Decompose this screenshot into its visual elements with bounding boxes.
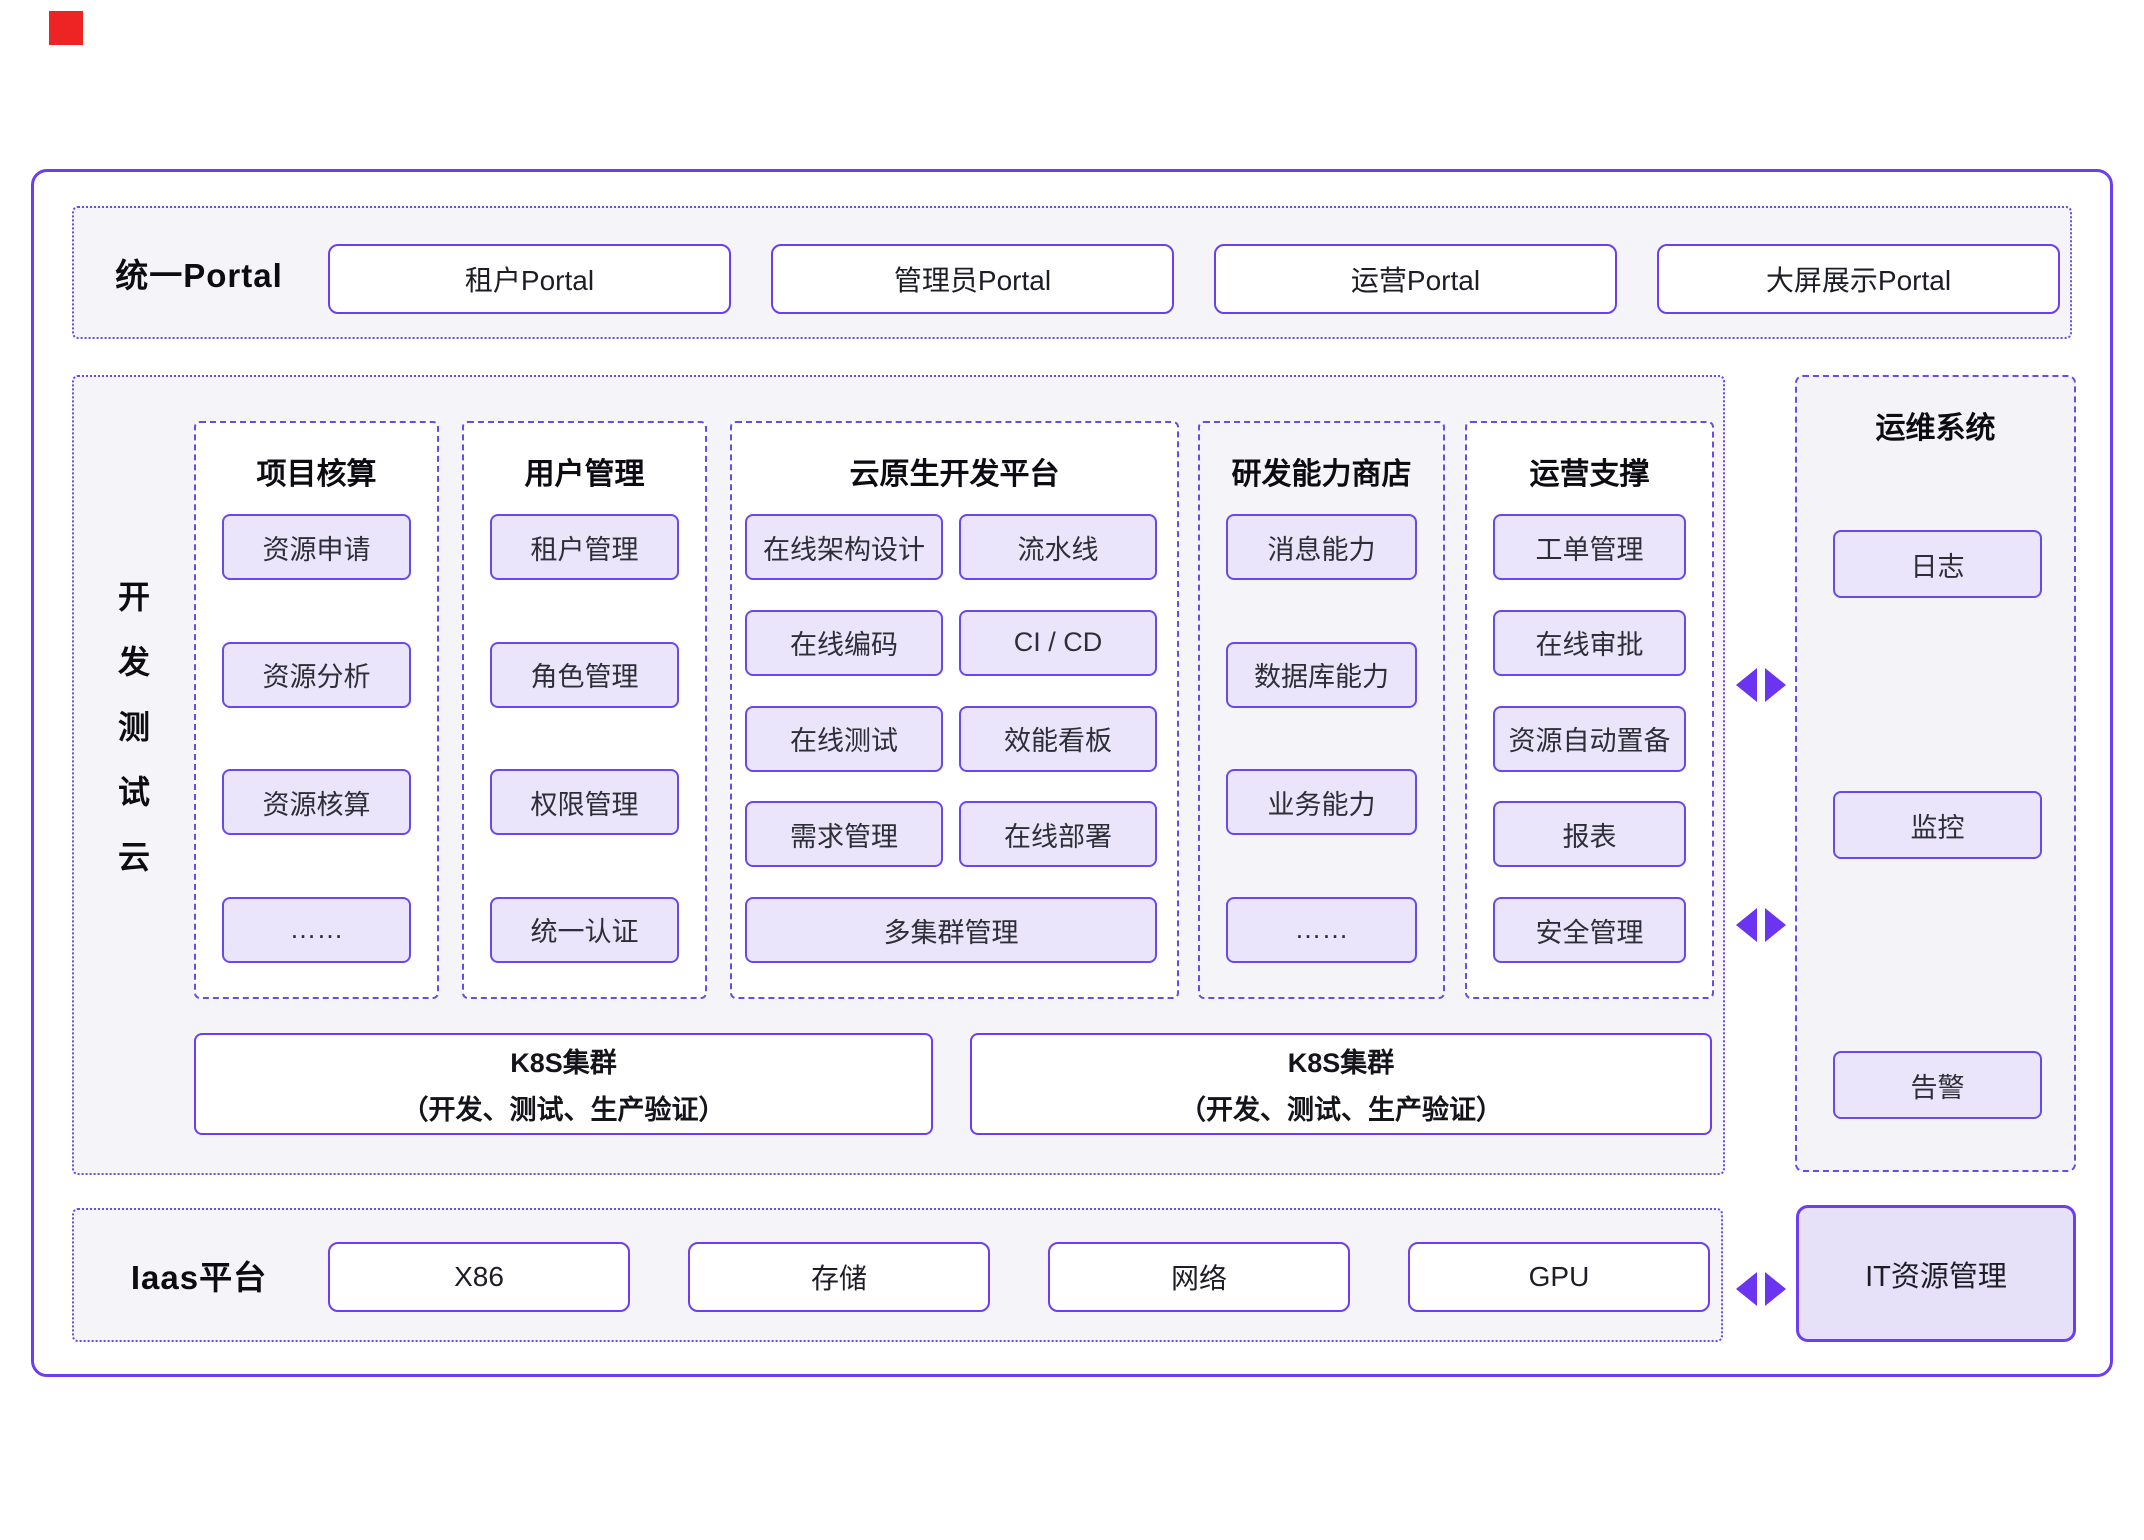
node-online-deploy: 在线部署 — [959, 801, 1157, 868]
node-online-testing: 在线测试 — [745, 705, 943, 772]
node-report: 报表 — [1493, 801, 1686, 868]
column-rd-capability-store: 研发能力商店 消息能力 数据库能力 业务能力 …… — [1198, 421, 1445, 999]
column-title: 研发能力商店 — [1231, 458, 1412, 491]
arrow-right-icon — [1765, 668, 1786, 702]
node-x86: X86 — [328, 1242, 630, 1312]
arrow-left-icon — [1736, 668, 1757, 702]
arrow-right-icon — [1765, 908, 1786, 942]
admin-portal-box: 管理员Portal — [771, 244, 1174, 314]
column-chips: 租户管理 角色管理 权限管理 统一认证 — [490, 514, 679, 963]
node-ci-cd: CI / CD — [959, 609, 1157, 676]
node-multi-cluster-mgmt: 多集群管理 — [745, 897, 1157, 963]
node-resource-apply: 资源申请 — [222, 514, 411, 580]
node-resource-accounting: 资源核算 — [222, 769, 411, 836]
node-database-capability: 数据库能力 — [1226, 641, 1417, 708]
it-resource-mgmt-box: IT资源管理 — [1796, 1205, 2076, 1342]
unified-portal-section: 统一Portal 租户Portal 管理员Portal 运营Portal 大屏展… — [72, 206, 2072, 339]
column-title: 项目核算 — [256, 458, 377, 491]
column-cloud-native-platform: 云原生开发平台 在线架构设计 流水线 在线编码 CI / CD 在线测试 效能看… — [730, 421, 1179, 999]
column-title: 用户管理 — [524, 458, 645, 491]
iaas-boxes-row: X86 存储 网络 GPU — [328, 1242, 1710, 1312]
vlabel-char: 云 — [117, 839, 150, 875]
vlabel-char: 开 — [117, 579, 150, 615]
node-log: 日志 — [1833, 530, 2042, 598]
node-gpu: GPU — [1408, 1242, 1710, 1312]
vlabel-char: 测 — [117, 709, 150, 745]
node-pipeline: 流水线 — [959, 514, 1157, 580]
node-alerting: 告警 — [1833, 1051, 2042, 1119]
node-monitoring: 监控 — [1833, 791, 2042, 859]
unified-portal-label: 统一Portal — [115, 256, 283, 294]
node-business-capability: 业务能力 — [1226, 769, 1417, 836]
k8s-cluster-box-right: K8S集群 （开发、测试、生产验证） — [970, 1033, 1712, 1135]
node-performance-board: 效能看板 — [959, 705, 1157, 772]
portal-boxes-row: 租户Portal 管理员Portal 运营Portal 大屏展示Portal — [328, 244, 2060, 314]
node-requirement-mgmt: 需求管理 — [745, 801, 943, 868]
arrow-right-icon — [1765, 1272, 1786, 1306]
ops-system-title: 运维系统 — [1875, 412, 1996, 445]
node-storage: 存储 — [688, 1242, 990, 1312]
arrow-left-icon — [1736, 908, 1757, 942]
k8s-subtitle: （开发、测试、生产验证） — [1179, 1095, 1503, 1125]
chip-row: 在线编码 CI / CD — [745, 609, 1157, 676]
node-tenant-mgmt: 租户管理 — [490, 514, 679, 580]
column-user-management: 用户管理 租户管理 角色管理 权限管理 统一认证 — [462, 421, 707, 999]
tenant-portal-box: 租户Portal — [328, 244, 731, 314]
node-unified-auth: 统一认证 — [490, 896, 679, 963]
bidirectional-arrow-icon — [1736, 1272, 1786, 1306]
node-security-mgmt: 安全管理 — [1493, 897, 1686, 963]
chip-row: 需求管理 在线部署 — [745, 801, 1157, 868]
column-title: 云原生开发平台 — [849, 458, 1060, 491]
column-operation-support: 运营支撑 工单管理 在线审批 资源自动置备 报表 安全管理 — [1465, 421, 1714, 999]
node-role-mgmt: 角色管理 — [490, 641, 679, 708]
node-message-capability: 消息能力 — [1226, 514, 1417, 580]
node-online-approval: 在线审批 — [1493, 609, 1686, 676]
dev-test-cloud-section: 开 发 测 试 云 项目核算 资源申请 资源分析 资源核算 …… 用户管理 租户… — [72, 375, 1725, 1175]
node-network: 网络 — [1048, 1242, 1350, 1312]
k8s-title: K8S集群 — [1287, 1048, 1395, 1078]
k8s-title: K8S集群 — [510, 1048, 617, 1078]
bigscreen-portal-box: 大屏展示Portal — [1657, 244, 2060, 314]
bidirectional-arrow-icon — [1736, 668, 1786, 702]
column-chips: 消息能力 数据库能力 业务能力 …… — [1226, 514, 1417, 963]
vlabel-char: 试 — [117, 774, 150, 810]
column-chips: 资源申请 资源分析 资源核算 …… — [222, 514, 411, 963]
node-auto-provisioning: 资源自动置备 — [1493, 705, 1686, 772]
node-ticket-mgmt: 工单管理 — [1493, 514, 1686, 580]
chip-row: 在线测试 效能看板 — [745, 705, 1157, 772]
iaas-platform-section: Iaas平台 X86 存储 网络 GPU — [72, 1208, 1723, 1342]
k8s-cluster-box-left: K8S集群 （开发、测试、生产验证） — [194, 1033, 933, 1135]
node-ellipsis: …… — [1226, 896, 1417, 963]
ops-system-section: 运维系统 日志 监控 告警 — [1795, 375, 2076, 1172]
node-ellipsis: …… — [222, 896, 411, 963]
column-chips: 工单管理 在线审批 资源自动置备 报表 安全管理 — [1493, 514, 1686, 963]
node-resource-analysis: 资源分析 — [222, 641, 411, 708]
column-chips: 在线架构设计 流水线 在线编码 CI / CD 在线测试 效能看板 需求管理 在… — [745, 514, 1157, 963]
bidirectional-arrow-icon — [1736, 908, 1786, 942]
operation-portal-box: 运营Portal — [1214, 244, 1617, 314]
column-title: 运营支撑 — [1529, 458, 1650, 491]
iaas-platform-label: Iaas平台 — [130, 1259, 268, 1296]
chip-row: 在线架构设计 流水线 — [745, 514, 1157, 580]
node-online-arch-design: 在线架构设计 — [745, 514, 943, 580]
node-online-coding: 在线编码 — [745, 609, 943, 676]
k8s-subtitle: （开发、测试、生产验证） — [401, 1095, 726, 1125]
column-project-accounting: 项目核算 资源申请 资源分析 资源核算 …… — [194, 421, 439, 999]
red-marker-badge — [49, 11, 83, 45]
vlabel-char: 发 — [117, 644, 150, 680]
dev-test-cloud-label: 开 发 测 试 云 — [74, 572, 194, 878]
node-permission-mgmt: 权限管理 — [490, 769, 679, 836]
arrow-left-icon — [1736, 1272, 1757, 1306]
